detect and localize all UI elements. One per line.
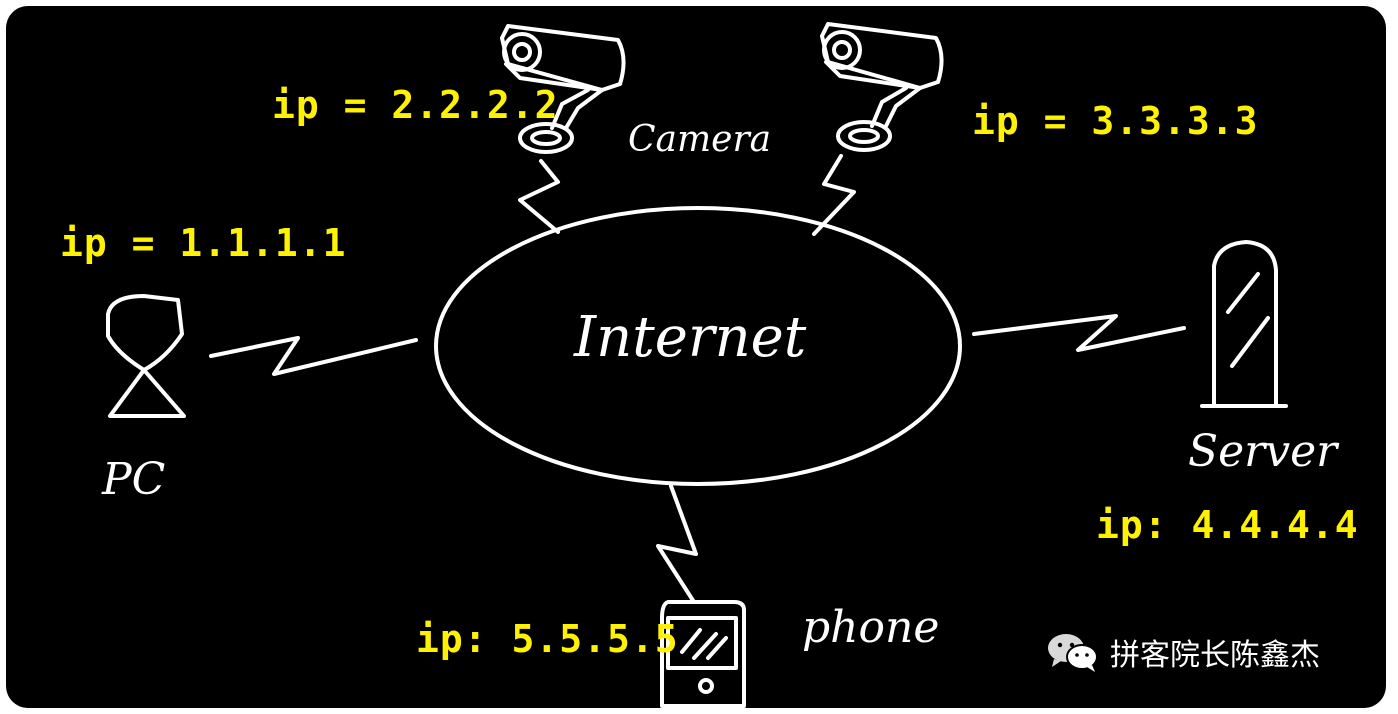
camera-label: Camera (628, 119, 772, 160)
camera-1-link (518, 159, 560, 234)
internet-ellipse (434, 206, 962, 486)
wechat-icon (1048, 634, 1098, 672)
camera-2-icon (820, 22, 944, 152)
phone-ip-label: ip: 5.5.5.5 (416, 617, 679, 661)
server-icon (1200, 240, 1288, 408)
phone-link (656, 484, 698, 604)
pc-ip-label: ip = 1.1.1.1 (60, 221, 347, 265)
camera-1-icon (500, 24, 626, 154)
pc-link (209, 336, 418, 376)
pc-label: PC (102, 454, 166, 505)
camera-2-link (812, 154, 856, 236)
diagram-canvas: Internet PC Camera Server phone ip = 1.1… (6, 6, 1386, 708)
camera-1-ip-label: ip = 2.2.2.2 (272, 83, 559, 127)
server-link (972, 314, 1186, 352)
watermark-text: 拼客院长陈鑫杰 (1110, 638, 1320, 673)
network-diagram (106, 22, 1288, 708)
camera-2-ip-label: ip = 3.3.3.3 (972, 99, 1259, 143)
server-ip-label: ip: 4.4.4.4 (1096, 503, 1359, 547)
internet-label: Internet (574, 305, 807, 370)
phone-label: phone (802, 602, 940, 653)
pc-icon (106, 294, 186, 418)
server-label: Server (1188, 426, 1338, 477)
phone-icon (660, 600, 746, 708)
watermark: 拼客院长陈鑫杰 (1046, 630, 1320, 674)
